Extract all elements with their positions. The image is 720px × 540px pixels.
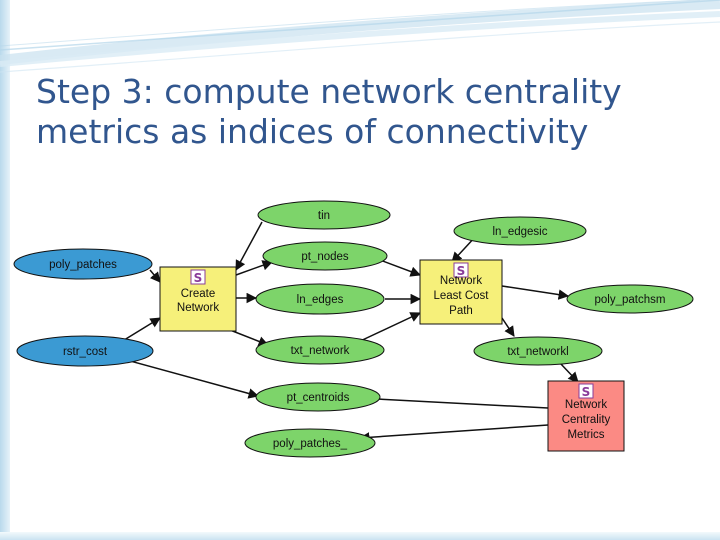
slide-frame-left xyxy=(0,0,10,540)
data-node-pt-centroids[interactable]: pt_centroids xyxy=(255,382,381,412)
data-node-poly-patchsm[interactable]: poly_patchsm xyxy=(566,284,694,314)
connector-create-network-to-txt-network xyxy=(229,329,269,347)
tool-least-cost-label-3: Path xyxy=(449,305,473,317)
data-node-poly-patches-out-label: poly_patches_ xyxy=(273,438,348,450)
connector-centrality-to-pt-centroids xyxy=(356,393,549,409)
tool-centrality-label-3: Metrics xyxy=(567,429,604,441)
data-node-rstr-cost[interactable]: rstr_cost xyxy=(16,335,154,367)
header-swoosh-decoration xyxy=(0,0,720,73)
connector-least-cost-path-to-poly-patchsm xyxy=(501,285,570,300)
tool-least-cost-label-2: Least Cost xyxy=(434,290,490,302)
slide-title-line-1: Step 3: compute network centrality xyxy=(36,72,622,111)
connector-tin-to-create-network xyxy=(235,221,263,271)
connector-create-network-to-pt-nodes xyxy=(235,260,273,276)
connector-least-cost-path-to-txt-networkl xyxy=(501,317,515,337)
tool-centrality-label-2: Centrality xyxy=(562,414,611,426)
data-node-txt-network-label: txt_network xyxy=(291,345,350,357)
tool-least-cost-label-1: Network xyxy=(440,275,482,287)
data-node-tin-label: tin xyxy=(318,210,330,222)
data-node-pt-centroids-label: pt_centroids xyxy=(287,392,350,404)
data-node-txt-network[interactable]: txt_network xyxy=(255,335,385,365)
connector-txt-networkl-to-centrality xyxy=(559,362,579,383)
slide-frame-bottom xyxy=(0,532,720,540)
data-node-pt-nodes-label: pt_nodes xyxy=(301,251,349,263)
data-node-rstr-cost-label: rstr_cost xyxy=(63,346,108,358)
connector-poly-patches-to-create-network xyxy=(149,269,161,283)
data-node-ln-edgesic[interactable]: ln_edgesic xyxy=(453,216,587,246)
svg-text:S: S xyxy=(457,264,466,278)
data-node-poly-patches-label: poly_patches xyxy=(49,259,117,271)
data-node-ln-edges[interactable]: ln_edges xyxy=(255,283,385,315)
data-node-ln-edges-label: ln_edges xyxy=(297,294,344,306)
script-tool-icon: S xyxy=(190,269,206,285)
script-tool-icon: S xyxy=(453,262,469,278)
tool-create-network-label-2: Network xyxy=(177,302,219,314)
connector-centrality-to-poly-patches-out xyxy=(358,424,549,443)
slide-title: Step 3: compute network centrality metri… xyxy=(36,72,696,152)
connector-pt-nodes-to-least-cost-path xyxy=(379,259,421,277)
data-node-txt-networkl[interactable]: txt_networkl xyxy=(473,336,603,366)
connector-txt-network-to-least-cost-path xyxy=(355,312,421,344)
data-node-tin[interactable]: tin xyxy=(257,200,391,230)
data-node-poly-patches[interactable]: poly_patches xyxy=(13,248,153,280)
data-node-txt-networkl-label: txt_networkl xyxy=(507,346,568,358)
data-node-poly-patchsm-label: poly_patchsm xyxy=(595,294,666,306)
tool-network-centrality-metrics[interactable]: S Network Centrality Metrics xyxy=(547,380,625,452)
data-node-pt-nodes[interactable]: pt_nodes xyxy=(262,241,388,271)
slide-title-line-2: metrics as indices of connectivity xyxy=(36,112,589,151)
script-tool-icon: S xyxy=(578,383,594,399)
svg-text:S: S xyxy=(582,385,591,399)
data-node-poly-patches-out[interactable]: poly_patches_ xyxy=(244,428,376,458)
tool-create-network-label-1: Create xyxy=(181,288,216,300)
connector-rstr-cost-to-pt-centroids xyxy=(111,355,260,399)
data-node-ln-edgesic-label: ln_edgesic xyxy=(493,226,548,238)
tool-create-network[interactable]: S Create Network xyxy=(159,266,237,332)
tool-centrality-label-1: Network xyxy=(565,399,607,411)
svg-text:S: S xyxy=(194,271,203,285)
tool-network-least-cost-path[interactable]: S Network Least Cost Path xyxy=(419,259,503,325)
